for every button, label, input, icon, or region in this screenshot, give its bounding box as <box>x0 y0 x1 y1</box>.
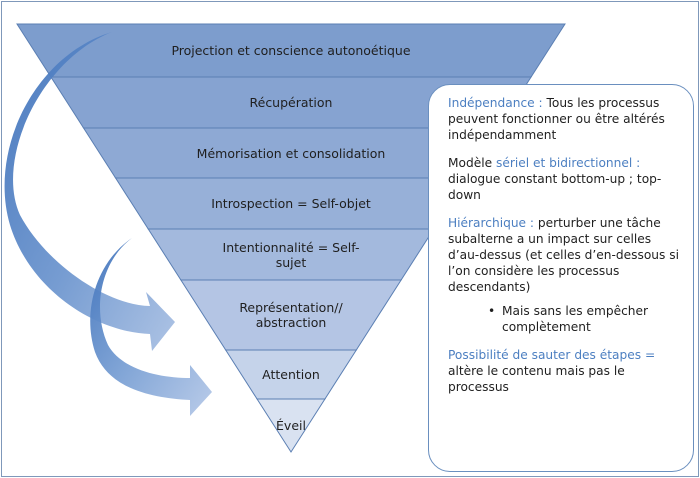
hierarchique-text: Hiérarchique : perturber une tâche subal… <box>448 216 679 294</box>
sauter-text: Possibilité de sauter des étapes = altèr… <box>448 348 656 394</box>
pyramid-layer-label-4: Introspection = Self-objet <box>211 196 371 211</box>
arrow-top-to-representation <box>4 32 175 351</box>
independance-text: Indépendance : Tous les processus peuven… <box>448 96 665 142</box>
pyramid-layer-label-2: Récupération <box>249 95 333 110</box>
pyramid-layer-label-6: Représentation// abstraction <box>239 300 343 330</box>
arrow-top-to-attention <box>90 238 212 416</box>
pyramid-layer-label-8: Éveil <box>276 418 306 433</box>
bullet-item: •Mais sans les empêcher complètement <box>488 304 649 334</box>
pyramid-layer-label-7: Attention <box>262 367 320 382</box>
pyramid-layer-label-3: Mémorisation et consolidation <box>196 145 386 161</box>
pyramid-layer-8 <box>256 398 326 453</box>
pyramid-layer-label-5: Intentionnalité = Self-sujet <box>222 239 360 270</box>
bullet-icon: • <box>488 304 496 318</box>
info-box: Indépendance : Tous les processus peuven… <box>428 84 694 472</box>
modele-text: Modèle sériel et bidirectionnel : dialog… <box>448 156 662 202</box>
pyramid-layer-label-1: Projection et conscience autonoétique <box>171 43 411 58</box>
